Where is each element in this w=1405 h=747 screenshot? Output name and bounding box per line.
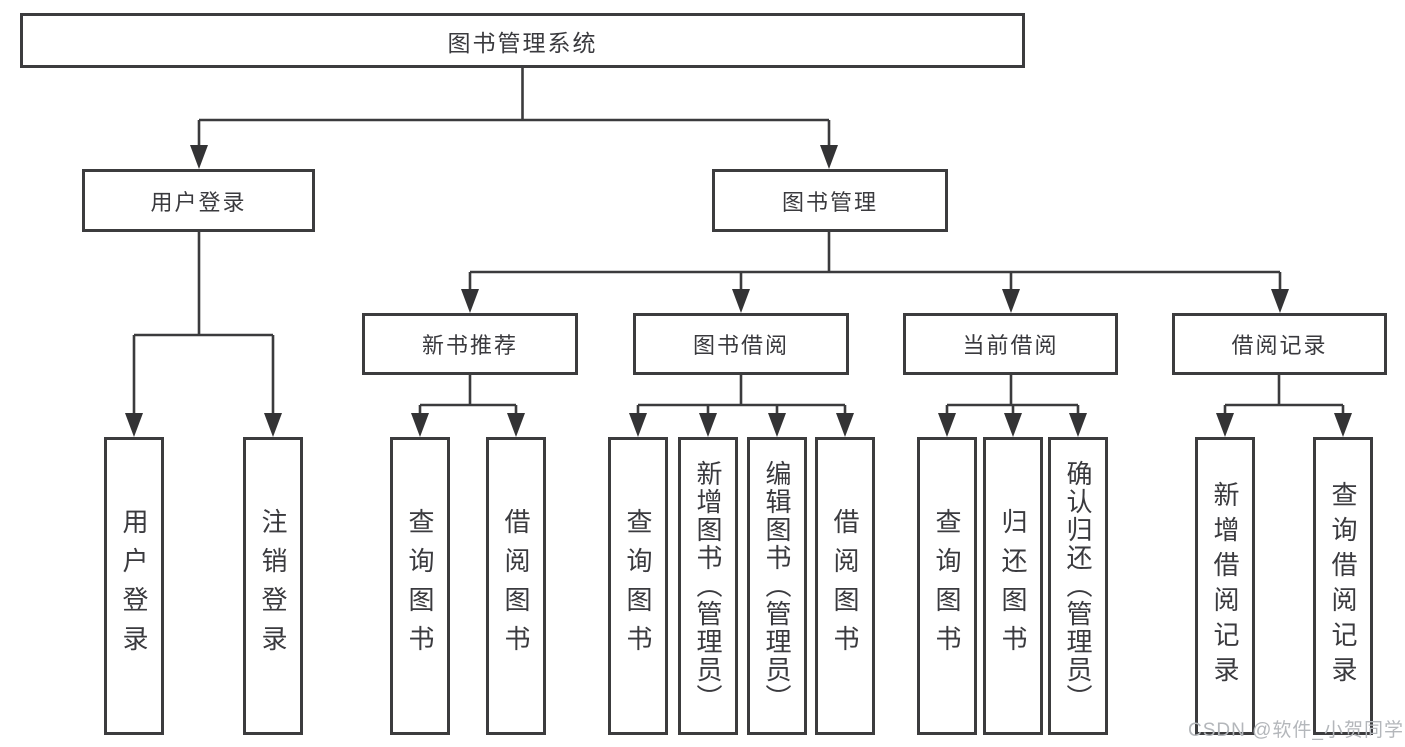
leaf-add-borrow-record: 新增借阅记录 xyxy=(1195,437,1255,735)
connector-user-login-to-leaves xyxy=(125,232,282,437)
leaf-return-book: 归还图书 xyxy=(983,437,1043,735)
leaf-query-books-borrow: 查询图书 xyxy=(608,437,668,735)
node-book-borrow-label: 图书借阅 xyxy=(692,333,789,358)
leaf-logout-label: 注销登录 xyxy=(258,508,288,664)
leaf-borrow-book-recommend: 借阅图书 xyxy=(486,437,546,735)
node-user-login: 用户登录 xyxy=(82,169,315,232)
node-book-borrow: 图书借阅 xyxy=(633,313,849,375)
leaf-return-book-label: 归还图书 xyxy=(998,508,1028,664)
leaf-confirm-return-admin-label: 确认归还（管理员） xyxy=(1063,460,1093,712)
leaf-query-books-borrow-label: 查询图书 xyxy=(623,508,653,664)
node-library-system-label: 图书管理系统 xyxy=(447,29,598,56)
leaf-query-books-current-label: 查询图书 xyxy=(932,508,962,664)
connector-new-book-rec-to-leaves xyxy=(411,375,525,437)
leaf-query-borrow-record-label: 查询借阅记录 xyxy=(1328,481,1358,691)
leaf-logout: 注销登录 xyxy=(243,437,303,735)
node-library-system: 图书管理系统 xyxy=(20,13,1025,68)
leaf-edit-book-admin: 编辑图书（管理员） xyxy=(747,437,807,735)
node-current-borrow: 当前借阅 xyxy=(903,313,1118,375)
leaf-query-borrow-record: 查询借阅记录 xyxy=(1313,437,1373,735)
leaf-user-login-label: 用户登录 xyxy=(119,508,149,664)
node-book-management: 图书管理 xyxy=(712,169,948,232)
leaf-borrow-book-recommend-label: 借阅图书 xyxy=(501,508,531,664)
node-new-book-recommend-label: 新书推荐 xyxy=(421,333,518,358)
leaf-edit-book-admin-label: 编辑图书（管理员） xyxy=(762,460,792,712)
csdn-watermark: CSDN @软件_小贺同学 xyxy=(1188,720,1404,741)
leaf-query-books-recommend: 查询图书 xyxy=(390,437,450,735)
leaf-add-book-admin-label: 新增图书（管理员） xyxy=(693,460,723,712)
leaf-query-books-recommend-label: 查询图书 xyxy=(405,508,435,664)
leaf-user-login: 用户登录 xyxy=(104,437,164,735)
node-current-borrow-label: 当前借阅 xyxy=(962,333,1059,358)
connector-book-borrow-to-leaves xyxy=(629,375,854,437)
leaf-confirm-return-admin: 确认归还（管理员） xyxy=(1048,437,1108,735)
leaf-add-book-admin: 新增图书（管理员） xyxy=(678,437,738,735)
leaf-add-borrow-record-label: 新增借阅记录 xyxy=(1210,481,1240,691)
connector-borrow-records-to-leaves xyxy=(1216,375,1352,437)
leaf-borrow-book: 借阅图书 xyxy=(815,437,875,735)
node-user-login-label: 用户登录 xyxy=(150,189,247,215)
connector-root-to-level2 xyxy=(190,68,838,169)
node-borrow-records-label: 借阅记录 xyxy=(1231,333,1328,358)
node-borrow-records: 借阅记录 xyxy=(1172,313,1387,375)
connector-current-borrow-to-leaves xyxy=(938,375,1087,437)
leaf-borrow-book-label: 借阅图书 xyxy=(830,508,860,664)
node-book-management-label: 图书管理 xyxy=(781,189,878,215)
leaf-query-books-current: 查询图书 xyxy=(917,437,977,735)
node-new-book-recommend: 新书推荐 xyxy=(362,313,578,375)
connector-book-mgmt-to-level3 xyxy=(461,232,1289,313)
